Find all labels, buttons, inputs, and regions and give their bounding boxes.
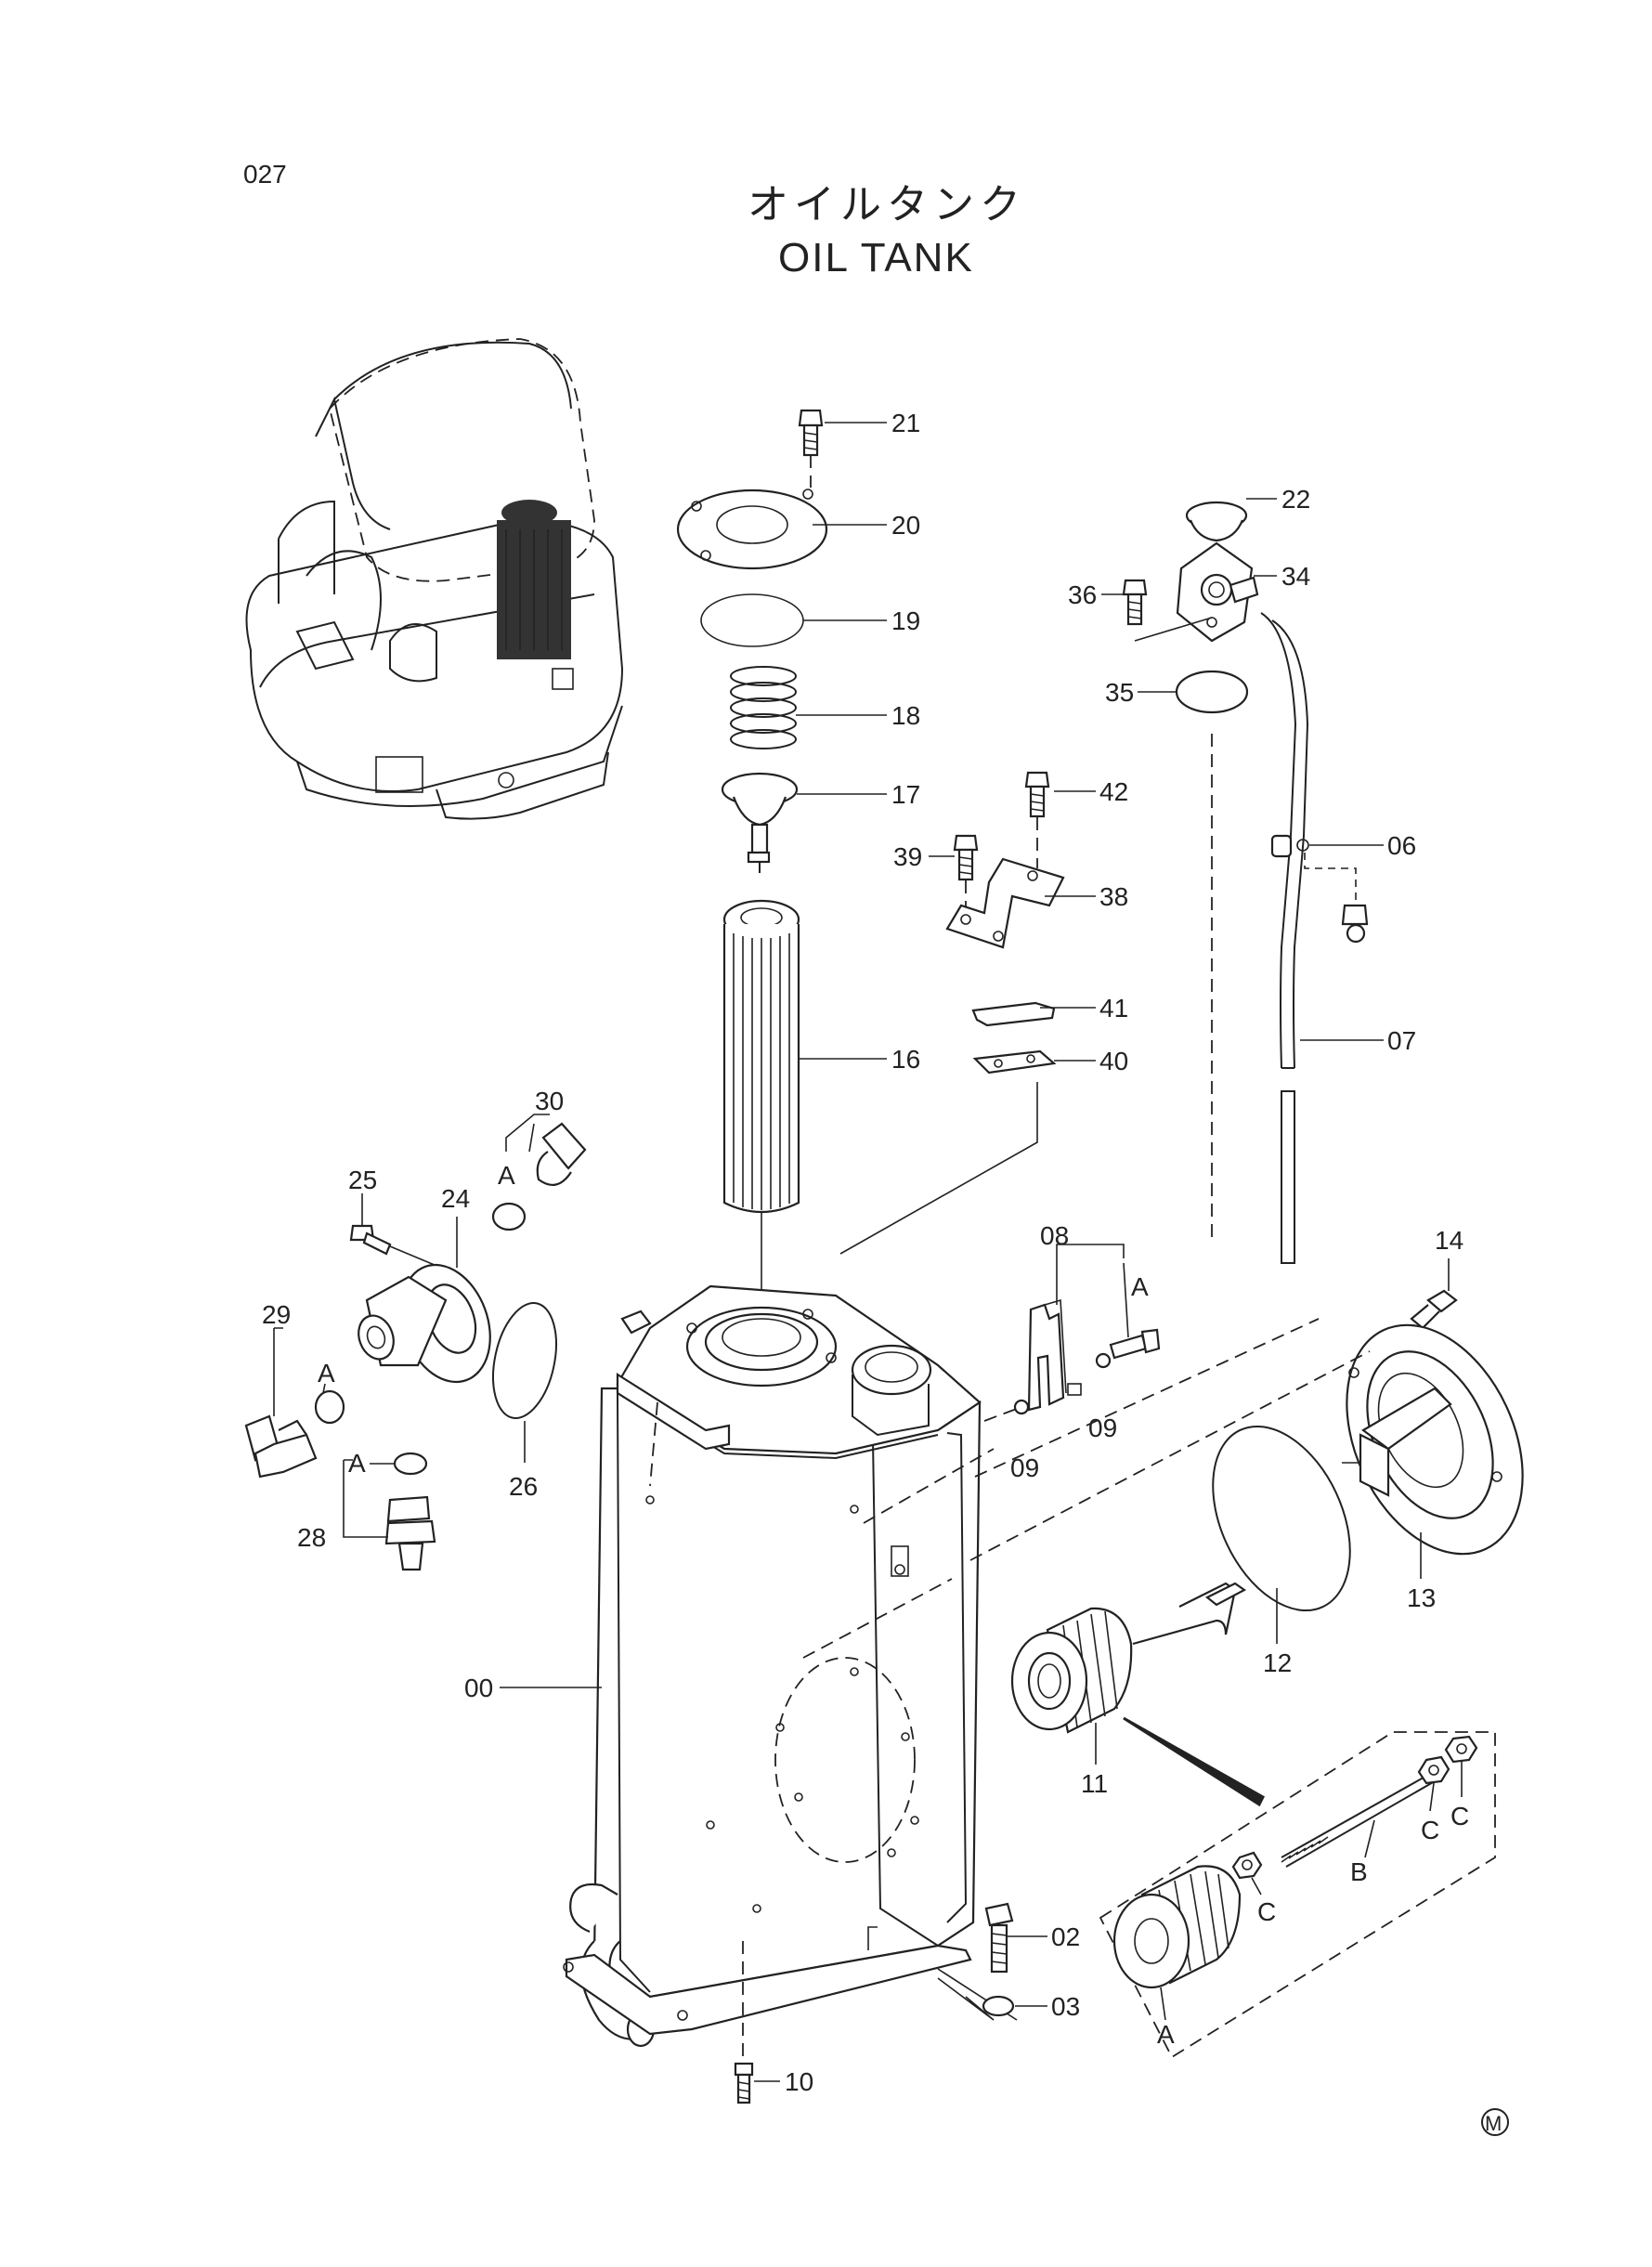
part-36-bolt <box>1122 579 1213 642</box>
part-19-gasket <box>700 593 804 647</box>
mark-letter: M <box>1485 2112 1502 2135</box>
part-30-o-ring-a <box>491 1202 527 1231</box>
detail-arrow <box>1123 1716 1265 1807</box>
label-35: 35 <box>1105 678 1134 707</box>
letter-a-29: A <box>318 1359 335 1388</box>
label-25: 25 <box>348 1166 377 1194</box>
label-16: 16 <box>891 1045 920 1074</box>
letter-c1-detail: C <box>1257 1897 1276 1926</box>
part-40-plate <box>972 1049 1057 1075</box>
label-38: 38 <box>1099 882 1128 911</box>
part-14-bolt <box>1383 1289 1458 1348</box>
part-12-gasket <box>1212 1425 1351 1612</box>
label-36: 36 <box>1068 580 1097 609</box>
part-08-bolt-a <box>1109 1262 1161 1360</box>
part-35-o-ring <box>1175 670 1249 714</box>
part-10-drain-plug <box>734 2062 754 2104</box>
part-29-elbow-fitting <box>244 1327 318 1479</box>
label-09a: 09 <box>1010 1453 1039 1482</box>
excavator-location-illustration <box>245 338 624 820</box>
strainer-detail-inset <box>1099 1731 1496 2059</box>
part-18-spring <box>730 666 797 749</box>
part-06-clamp <box>1270 834 1369 944</box>
page-number: 027 <box>243 160 287 189</box>
label-17: 17 <box>891 780 920 809</box>
letter-a-30: A <box>498 1161 515 1190</box>
highlighted-tank-location <box>497 500 571 659</box>
title-english: OIL TANK <box>778 235 974 280</box>
label-34: 34 <box>1281 562 1310 591</box>
part-41-shim <box>971 1001 1056 1027</box>
callout-labels: 00 02 03 06 07 08 09 09 10 11 12 13 14 1… <box>262 409 1469 2096</box>
label-06: 06 <box>1387 831 1416 860</box>
part-30-plug <box>505 1114 587 1187</box>
label-14: 14 <box>1435 1226 1463 1255</box>
label-22: 22 <box>1281 485 1310 514</box>
part-38-bracket <box>945 857 1065 949</box>
part-29-o-ring-a <box>314 1389 345 1425</box>
part-26-gasket <box>492 1302 557 1419</box>
letter-c3-detail: C <box>1450 1802 1469 1831</box>
label-28: 28 <box>297 1523 326 1552</box>
part-00-oil-tank-body <box>563 1284 1018 2062</box>
label-11: 11 <box>1081 1769 1108 1798</box>
label-00: 00 <box>464 1674 493 1702</box>
part-34-filler-port <box>1176 541 1259 643</box>
part-03-washer <box>982 1995 1015 2017</box>
label-03: 03 <box>1051 1992 1080 2021</box>
letter-a-detail: A <box>1157 2020 1175 2049</box>
part-13-suction-strainer-cover <box>1342 1323 1524 1556</box>
label-18: 18 <box>891 701 920 730</box>
part-24-suction-flange <box>358 1263 491 1384</box>
label-24: 24 <box>441 1184 470 1213</box>
part-39-bolt <box>953 834 979 919</box>
label-30: 30 <box>535 1087 564 1115</box>
label-07: 07 <box>1387 1026 1416 1055</box>
label-12: 12 <box>1263 1648 1292 1677</box>
part-09-washer-b <box>1013 1399 1030 1415</box>
part-16-return-filter-element <box>722 899 800 1309</box>
label-02: 02 <box>1051 1922 1080 1951</box>
part-20-cover-plate <box>676 489 828 570</box>
part-09-washer-a <box>1095 1352 1112 1369</box>
part-28-fitting <box>343 1459 436 1571</box>
part-42-bolt <box>1024 771 1050 868</box>
label-29: 29 <box>262 1300 291 1329</box>
letter-c2-detail: C <box>1421 1816 1439 1844</box>
leader-lines <box>361 422 1450 2082</box>
title-japanese: オイルタンク <box>748 181 1026 228</box>
letter-a-08: A <box>1131 1272 1149 1301</box>
label-21: 21 <box>891 409 920 437</box>
part-07-dipstick-tube <box>1260 612 1309 1264</box>
part-22-filler-cap <box>1185 501 1248 542</box>
label-39: 39 <box>893 842 922 871</box>
label-42: 42 <box>1099 777 1128 806</box>
label-41: 41 <box>1099 994 1128 1023</box>
revision-mark: M <box>1481 2108 1509 2136</box>
label-08: 08 <box>1040 1221 1069 1250</box>
part-11-suction-strainer <box>1010 1582 1247 1765</box>
label-20: 20 <box>891 511 920 540</box>
label-19: 19 <box>891 606 920 635</box>
part-17-bypass-valve <box>721 772 799 873</box>
label-10: 10 <box>785 2067 813 2096</box>
letter-b-detail: B <box>1350 1857 1368 1886</box>
part-08-bracket <box>1027 1244 1125 1412</box>
label-13: 13 <box>1407 1583 1436 1612</box>
part-02-bolt <box>984 1902 1014 1974</box>
part-21-bolt <box>798 409 824 488</box>
label-09b: 09 <box>1088 1414 1117 1442</box>
part-25-bolt <box>349 1224 442 1269</box>
label-26: 26 <box>509 1472 538 1501</box>
label-40: 40 <box>1099 1047 1128 1075</box>
letter-a-28: A <box>348 1449 366 1478</box>
part-28-o-ring-a <box>393 1452 428 1476</box>
